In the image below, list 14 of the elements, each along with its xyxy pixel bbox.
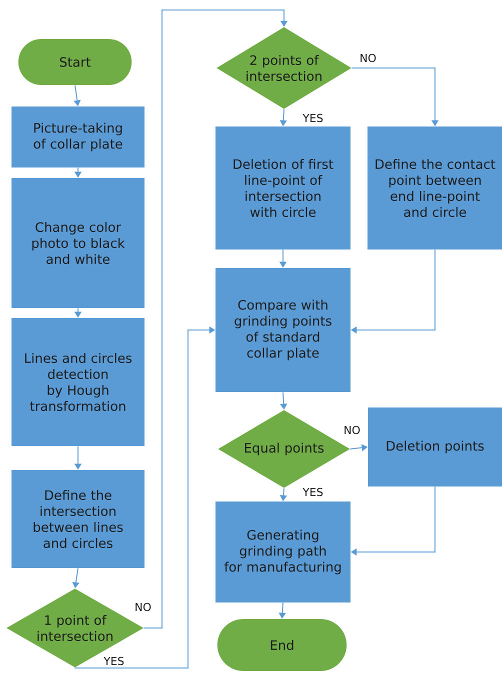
- process-box: Define the intersection between lines and circles: [12, 470, 144, 568]
- edge-label: YES: [302, 486, 324, 498]
- process-box: Picture-taking of collar plate: [12, 106, 144, 168]
- process-box: Generating grinding path for manufacturing: [216, 502, 350, 602]
- process-box: Change color photo to black and white: [12, 178, 144, 308]
- process-box: Define the contact point between end line-point and circle: [368, 126, 502, 250]
- process-box: Compare with grinding points of standard collar plate: [216, 268, 350, 392]
- edge-label: YES: [302, 112, 324, 124]
- arrow: [143, 10, 288, 628]
- process-box: Deletion of first line-point of intersection with circle: [216, 126, 350, 250]
- edge-label: NO: [358, 52, 378, 64]
- process-box: Deletion points: [368, 408, 502, 486]
- edge-label: YES: [102, 656, 126, 666]
- process-box: Lines and circles detection by Hough transformation: [12, 318, 144, 446]
